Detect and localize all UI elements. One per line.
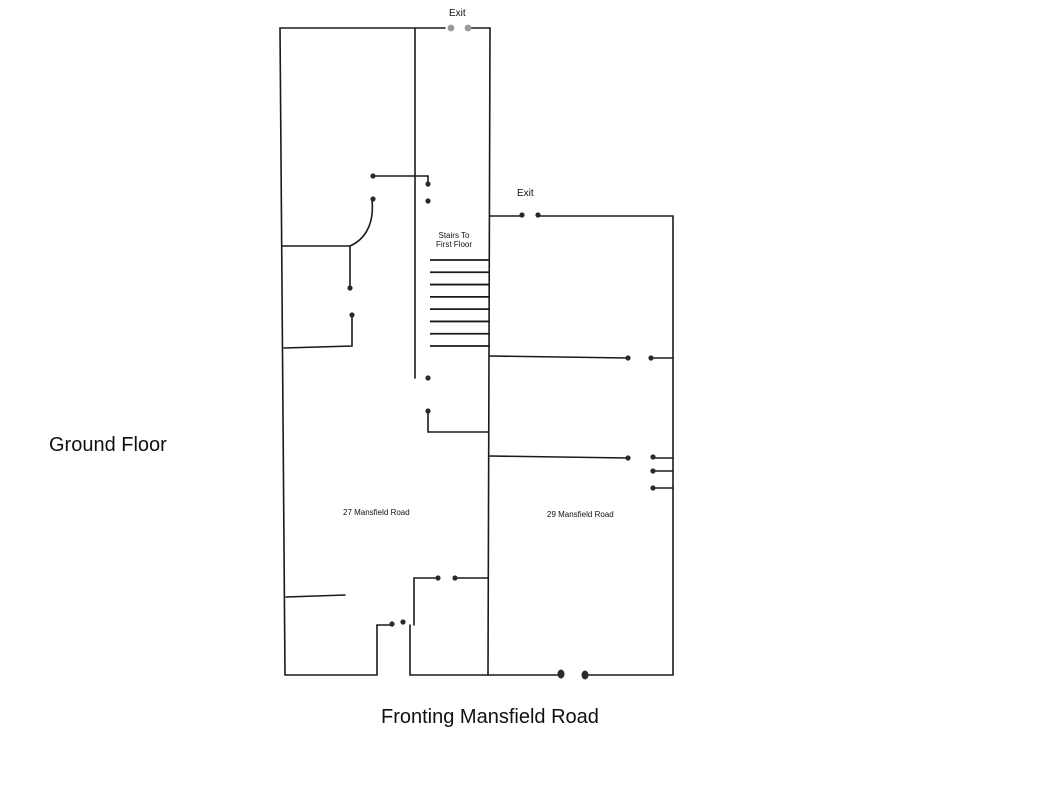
- frontage-caption: Fronting Mansfield Road: [381, 706, 599, 728]
- exit-label-right: Exit: [517, 188, 534, 199]
- stairs-label: Stairs To First Floor: [428, 231, 480, 249]
- exit-markers: [447, 24, 472, 32]
- door-markers: [347, 173, 656, 680]
- walls: [279, 27, 674, 676]
- exit-label-top: Exit: [449, 8, 466, 19]
- stair-treads: [430, 259, 490, 347]
- stairs-label-line2: First Floor: [436, 240, 472, 249]
- stairs-label-line1: Stairs To: [438, 231, 470, 240]
- unit-29-label: 29 Mansfield Road: [547, 510, 614, 519]
- floor-title: Ground Floor: [49, 434, 167, 456]
- unit-27-label: 27 Mansfield Road: [343, 508, 410, 517]
